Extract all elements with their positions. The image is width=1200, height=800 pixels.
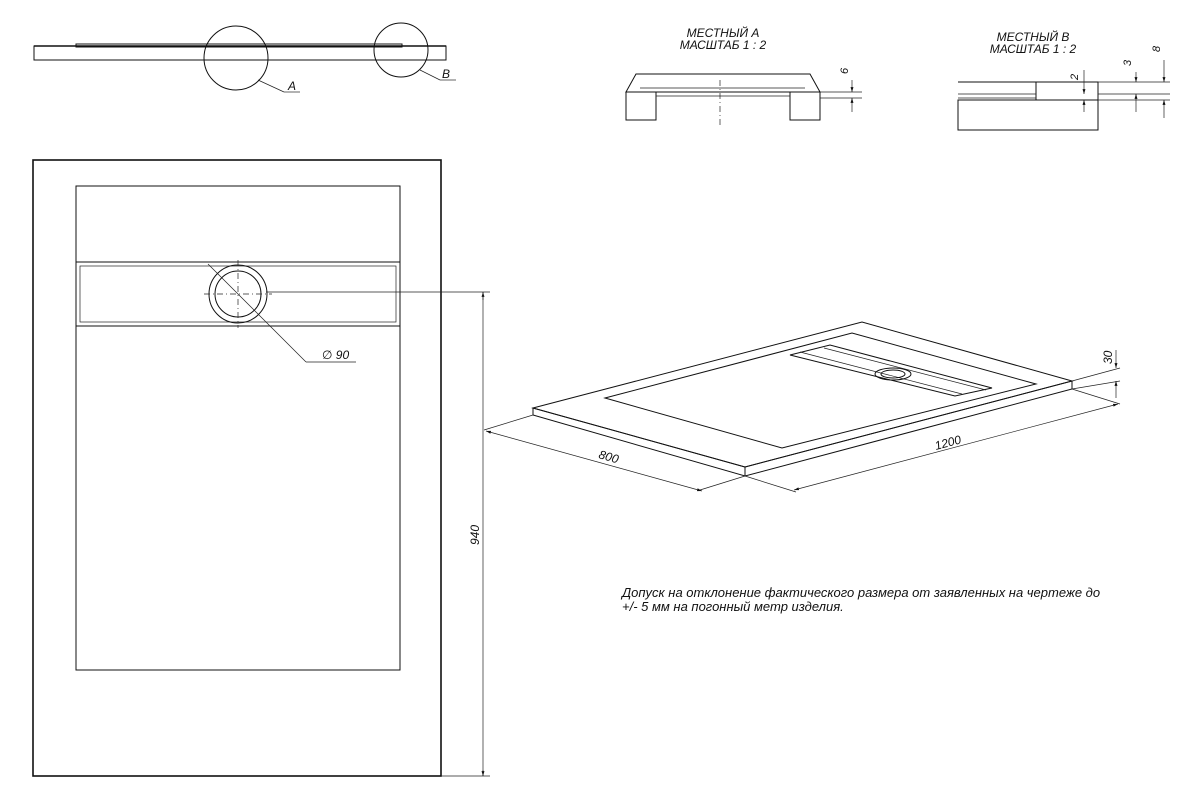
iso-drain-channel xyxy=(789,344,993,397)
detail-a-title-2: МАСШТАБ 1 : 2 xyxy=(680,38,767,52)
iso-length-dim: 1200 xyxy=(933,432,963,453)
iso-side-face xyxy=(744,380,1073,477)
callout-circle-a xyxy=(203,25,269,91)
detail-b: МЕСТНЫЙ В МАСШТАБ 1 : 2 2 3 8 xyxy=(957,28,1170,131)
plan-length-dim: 940 xyxy=(468,525,482,545)
detail-b-dim-mid: 3 xyxy=(1122,59,1134,66)
isometric-view: 800 1200 30 xyxy=(483,321,1121,493)
detail-b-dim-small: 2 xyxy=(1069,74,1081,81)
plan-view: ∅ 90 940 xyxy=(32,159,490,777)
detail-a-title-1: МЕСТНЫЙ А xyxy=(687,24,760,40)
plan-inner-surface xyxy=(75,185,401,671)
detail-b-title-1: МЕСТНЫЙ В xyxy=(997,28,1070,44)
iso-top-face xyxy=(531,321,1074,468)
drain-diameter-label: ∅ 90 xyxy=(322,348,349,362)
section-body xyxy=(33,45,447,61)
iso-height-dim: 30 xyxy=(1101,350,1115,364)
iso-front-face xyxy=(532,407,746,477)
drain-leader-line xyxy=(207,263,307,363)
detail-b-title-2: МАСШТАБ 1 : 2 xyxy=(990,42,1077,56)
section-view: A B xyxy=(33,22,456,93)
detail-b-dim-large: 8 xyxy=(1151,45,1163,52)
callout-label-b: B xyxy=(442,67,450,81)
plan-outer-edge xyxy=(32,159,442,777)
callout-label-a: A xyxy=(287,79,296,93)
tolerance-note: Допуск на отклонение фактического размер… xyxy=(622,585,1101,614)
detail-a: МЕСТНЫЙ А МАСШТАБ 1 : 2 6 xyxy=(625,24,862,128)
iso-inner-surface xyxy=(603,332,1038,449)
iso-width-dim: 800 xyxy=(597,447,620,466)
iso-drain-hole xyxy=(880,369,906,379)
iso-drain-outer xyxy=(874,367,912,381)
callout-circle-b xyxy=(373,22,429,78)
detail-a-dim: 6 xyxy=(839,67,851,74)
